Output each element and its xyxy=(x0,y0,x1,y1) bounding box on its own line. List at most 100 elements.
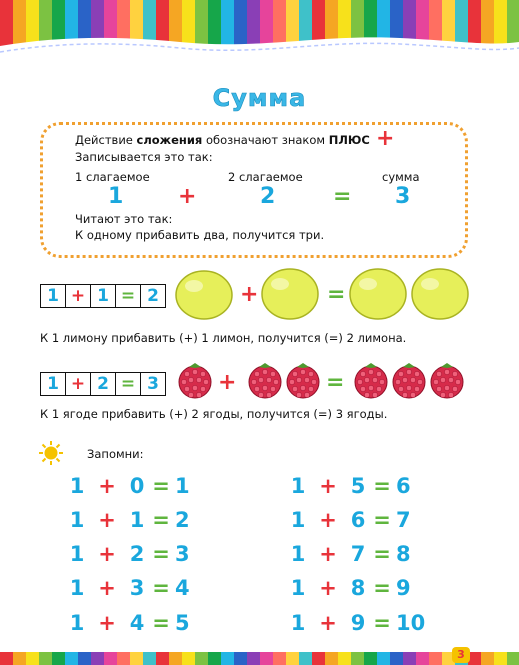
stripe xyxy=(52,652,65,665)
stripe xyxy=(117,652,130,665)
example1-caption: К 1 лимону прибавить (+) 1 лимон, получи… xyxy=(40,331,407,345)
memo-equation-token: 1 xyxy=(290,542,306,566)
memo-equation-token: = xyxy=(152,474,170,498)
example1-cell: + xyxy=(66,285,91,307)
stripe xyxy=(286,652,299,665)
memo-equation-token: = xyxy=(373,542,391,566)
rule-read-label: Читают это так: xyxy=(75,212,173,226)
stripe xyxy=(507,652,519,665)
rule-box xyxy=(40,122,468,258)
memo-equation-token: + xyxy=(319,542,337,566)
memo-equation-token: = xyxy=(373,508,391,532)
example2-plus: + xyxy=(218,370,237,395)
stripe xyxy=(403,652,416,665)
example1-equals: = xyxy=(327,282,346,307)
memo-equation-token: 4 xyxy=(175,576,190,600)
example2-cell: = xyxy=(116,373,141,395)
example2-equals: = xyxy=(326,370,345,395)
stripe xyxy=(468,652,481,665)
memo-equation-token: + xyxy=(98,611,116,635)
stripe xyxy=(0,652,13,665)
stripe xyxy=(481,652,494,665)
stripe xyxy=(104,652,117,665)
label-sum: сумма xyxy=(382,170,420,184)
example1-equation-box: 1 + 1 = 2 xyxy=(40,284,166,308)
raspberry-icon xyxy=(392,363,426,399)
memo-equation-token: 1 xyxy=(69,611,85,635)
stripe xyxy=(65,652,78,665)
memo-equation-token: = xyxy=(373,474,391,498)
memo-equation-token: 1 xyxy=(290,508,306,532)
memo-equation-token: 7 xyxy=(396,508,411,532)
stripe xyxy=(247,652,260,665)
lemon-icon xyxy=(175,270,233,320)
page-title: Сумма xyxy=(212,84,307,113)
memo-equation-token: 5 xyxy=(350,474,366,498)
rule-plus-sign: + xyxy=(376,126,395,151)
memo-equation-row: 1+3=4 xyxy=(67,576,190,600)
example1-plus: + xyxy=(240,282,259,307)
example2-equation-box: 1 + 2 = 3 xyxy=(40,372,166,396)
memo-equation-row: 1+0=1 xyxy=(67,474,190,498)
memo-equation-token: 1 xyxy=(290,474,306,498)
example1-cell: 1 xyxy=(41,285,66,307)
memo-equation-token: 2 xyxy=(129,542,145,566)
memo-equation-token: + xyxy=(319,508,337,532)
raspberry-icon xyxy=(286,363,320,399)
raspberry-icon xyxy=(354,363,388,399)
expr-addend-1: 1 xyxy=(108,184,124,209)
memo-equation-token: 1 xyxy=(69,508,85,532)
lemon-icon xyxy=(261,268,319,320)
memo-equation-token: + xyxy=(319,611,337,635)
stripe xyxy=(26,652,39,665)
raspberry-icon xyxy=(178,363,212,399)
stripe xyxy=(273,652,286,665)
stripe xyxy=(130,652,143,665)
memo-equation-token: = xyxy=(373,611,391,635)
memo-equation-token: 1 xyxy=(69,474,85,498)
memo-equation-token: 1 xyxy=(290,576,306,600)
memo-equation-token: 6 xyxy=(350,508,366,532)
memo-equation-token: = xyxy=(152,611,170,635)
example2-caption: К 1 ягоде прибавить (+) 2 ягоды, получит… xyxy=(40,407,388,421)
rule-line2: Записывается это так: xyxy=(75,150,213,164)
stripe xyxy=(156,652,169,665)
example2-cell: 1 xyxy=(41,373,66,395)
memo-equation-token: 6 xyxy=(396,474,411,498)
lemon-icon xyxy=(349,268,407,320)
stripe xyxy=(143,652,156,665)
memo-equation-token: 5 xyxy=(175,611,190,635)
raspberry-icon xyxy=(430,363,464,399)
memo-equation-row: 1+2=3 xyxy=(67,542,190,566)
memo-equation-token: 1 xyxy=(69,576,85,600)
memo-equation-token: 9 xyxy=(396,576,411,600)
memo-equation-row: 1+7=8 xyxy=(288,542,411,566)
example2-cell: 2 xyxy=(91,373,116,395)
example1-cell: 2 xyxy=(147,286,159,306)
page-number: 3 xyxy=(452,647,470,663)
stripe xyxy=(39,652,52,665)
memo-equation-token: 3 xyxy=(129,576,145,600)
memo-equation-token: 1 xyxy=(69,542,85,566)
stripe xyxy=(494,652,507,665)
memo-equation-token: + xyxy=(98,576,116,600)
example2-cell: + xyxy=(66,373,91,395)
bottom-stripes-decoration xyxy=(0,652,519,665)
stripe xyxy=(221,652,234,665)
memo-label: Запомни: xyxy=(87,447,144,461)
memo-equation-token: 2 xyxy=(175,508,190,532)
memo-equation-token: = xyxy=(373,576,391,600)
memo-equation-token: 8 xyxy=(350,576,366,600)
rule-sign-name: ПЛЮС xyxy=(328,133,370,147)
memo-equation-token: + xyxy=(98,474,116,498)
stripe xyxy=(377,652,390,665)
stripe xyxy=(429,652,442,665)
stripe xyxy=(234,652,247,665)
memo-equation-row: 1+1=2 xyxy=(67,508,190,532)
example2-cell: 3 xyxy=(147,374,159,394)
rule-line1: Действие сложения обозначают знаком ПЛЮС xyxy=(75,133,370,147)
stripe xyxy=(208,652,221,665)
expr-sum: 3 xyxy=(395,184,411,209)
memo-equation-token: + xyxy=(98,542,116,566)
stripe xyxy=(78,652,91,665)
